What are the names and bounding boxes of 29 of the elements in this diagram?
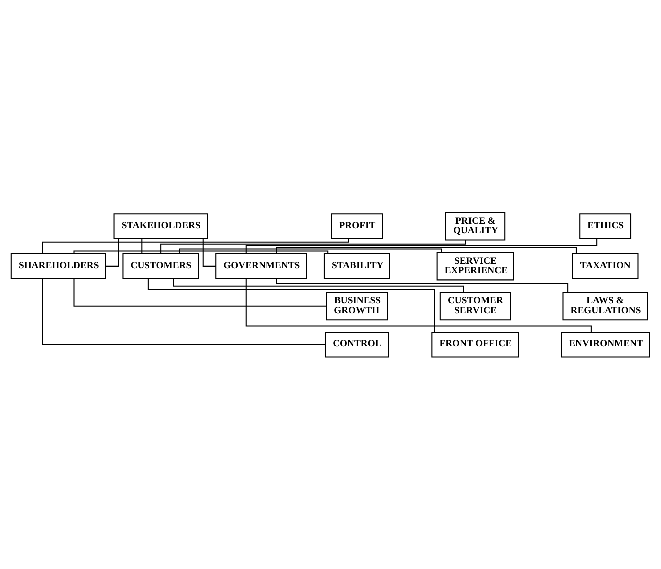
connector (74, 250, 329, 254)
node-box: TAXATION (572, 253, 639, 279)
node-box: CUSTOMERS (122, 253, 200, 279)
connector (246, 278, 592, 332)
node-box: CONTROL (325, 331, 390, 358)
connector (106, 238, 120, 266)
node-box: CUSTOMER SERVICE (440, 292, 512, 320)
node-box: SERVICE EXPERIENCE (436, 252, 514, 280)
connector (276, 278, 569, 292)
connector (142, 238, 143, 254)
connector (246, 238, 598, 254)
node-box: ENVIRONMENT (561, 331, 650, 358)
connector (173, 278, 464, 292)
node-box: BUSINESS GROWTH (326, 292, 388, 320)
node-box: FRONT OFFICE (432, 331, 520, 358)
connector (42, 278, 326, 345)
node-box: LAWS & REGULATIONS (562, 292, 648, 320)
connector (160, 240, 466, 254)
node-box: PROFIT (331, 213, 384, 239)
node-box: ETHICS (580, 213, 632, 239)
connector (179, 248, 442, 254)
node-box: STABILITY (324, 253, 390, 279)
node-box: SHAREHOLDERS (10, 253, 106, 279)
connector (202, 238, 216, 266)
node-box: GOVERNMENTS (216, 253, 308, 279)
node-box: PRICE & QUALITY (445, 212, 506, 240)
connector (276, 246, 577, 254)
node-box: STAKEHOLDERS (114, 213, 208, 239)
connector (74, 278, 326, 306)
